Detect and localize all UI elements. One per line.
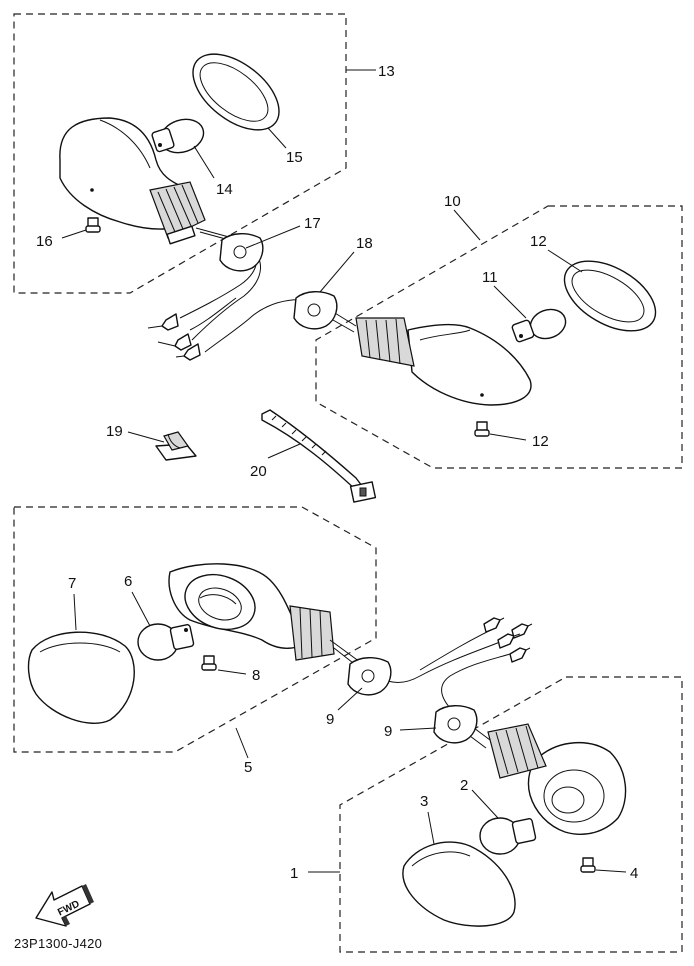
turn-signal-assembly-10: [204, 260, 657, 437]
callout-11: 11: [482, 269, 498, 286]
callout-3: 3: [420, 793, 428, 810]
turn-signal-assembly-14: [59, 53, 280, 361]
fwd-arrow-icon: FWD: [35, 884, 94, 927]
callout-9-right: 9: [384, 723, 392, 740]
callout-18-mid: 18: [356, 235, 373, 252]
callout-4: 4: [630, 865, 638, 882]
drawing-code: 23P1300-J420: [14, 936, 102, 951]
callout-9-left: 9: [326, 711, 334, 728]
callout-13: 12: [532, 433, 549, 450]
group-outline-14: [13, 13, 347, 294]
callout-6: 6: [124, 573, 132, 590]
callout-2: 2: [460, 777, 468, 794]
callout-7: 7: [68, 575, 76, 592]
group-outline-1: [339, 676, 683, 953]
callout-15: 14: [216, 181, 233, 198]
callout-19: 19: [106, 423, 123, 440]
callout-5: 5: [244, 759, 252, 776]
group-outline-5: [13, 506, 377, 753]
turn-signal-assembly-5: [27, 563, 533, 724]
turn-signal-assembly-1: [402, 653, 627, 927]
callout-8: 8: [252, 667, 260, 684]
callout-18-top: 17: [304, 215, 321, 232]
clip-19: [155, 431, 197, 461]
callout-numbers: 13 15 14 16 17 18 10 11 12 12 19 20 7 6 …: [36, 63, 638, 882]
callout-12: 12: [530, 233, 547, 250]
group-outline-10: [315, 205, 683, 469]
callout-10: 10: [444, 193, 461, 210]
callout-16: 15: [286, 149, 303, 166]
leader-lines: [61, 69, 627, 873]
callout-1: 1: [290, 865, 298, 882]
callout-17: 16: [36, 233, 53, 250]
callout-14: 13: [378, 63, 395, 80]
callout-20: 20: [250, 463, 267, 480]
cable-tie-20: [261, 409, 377, 503]
